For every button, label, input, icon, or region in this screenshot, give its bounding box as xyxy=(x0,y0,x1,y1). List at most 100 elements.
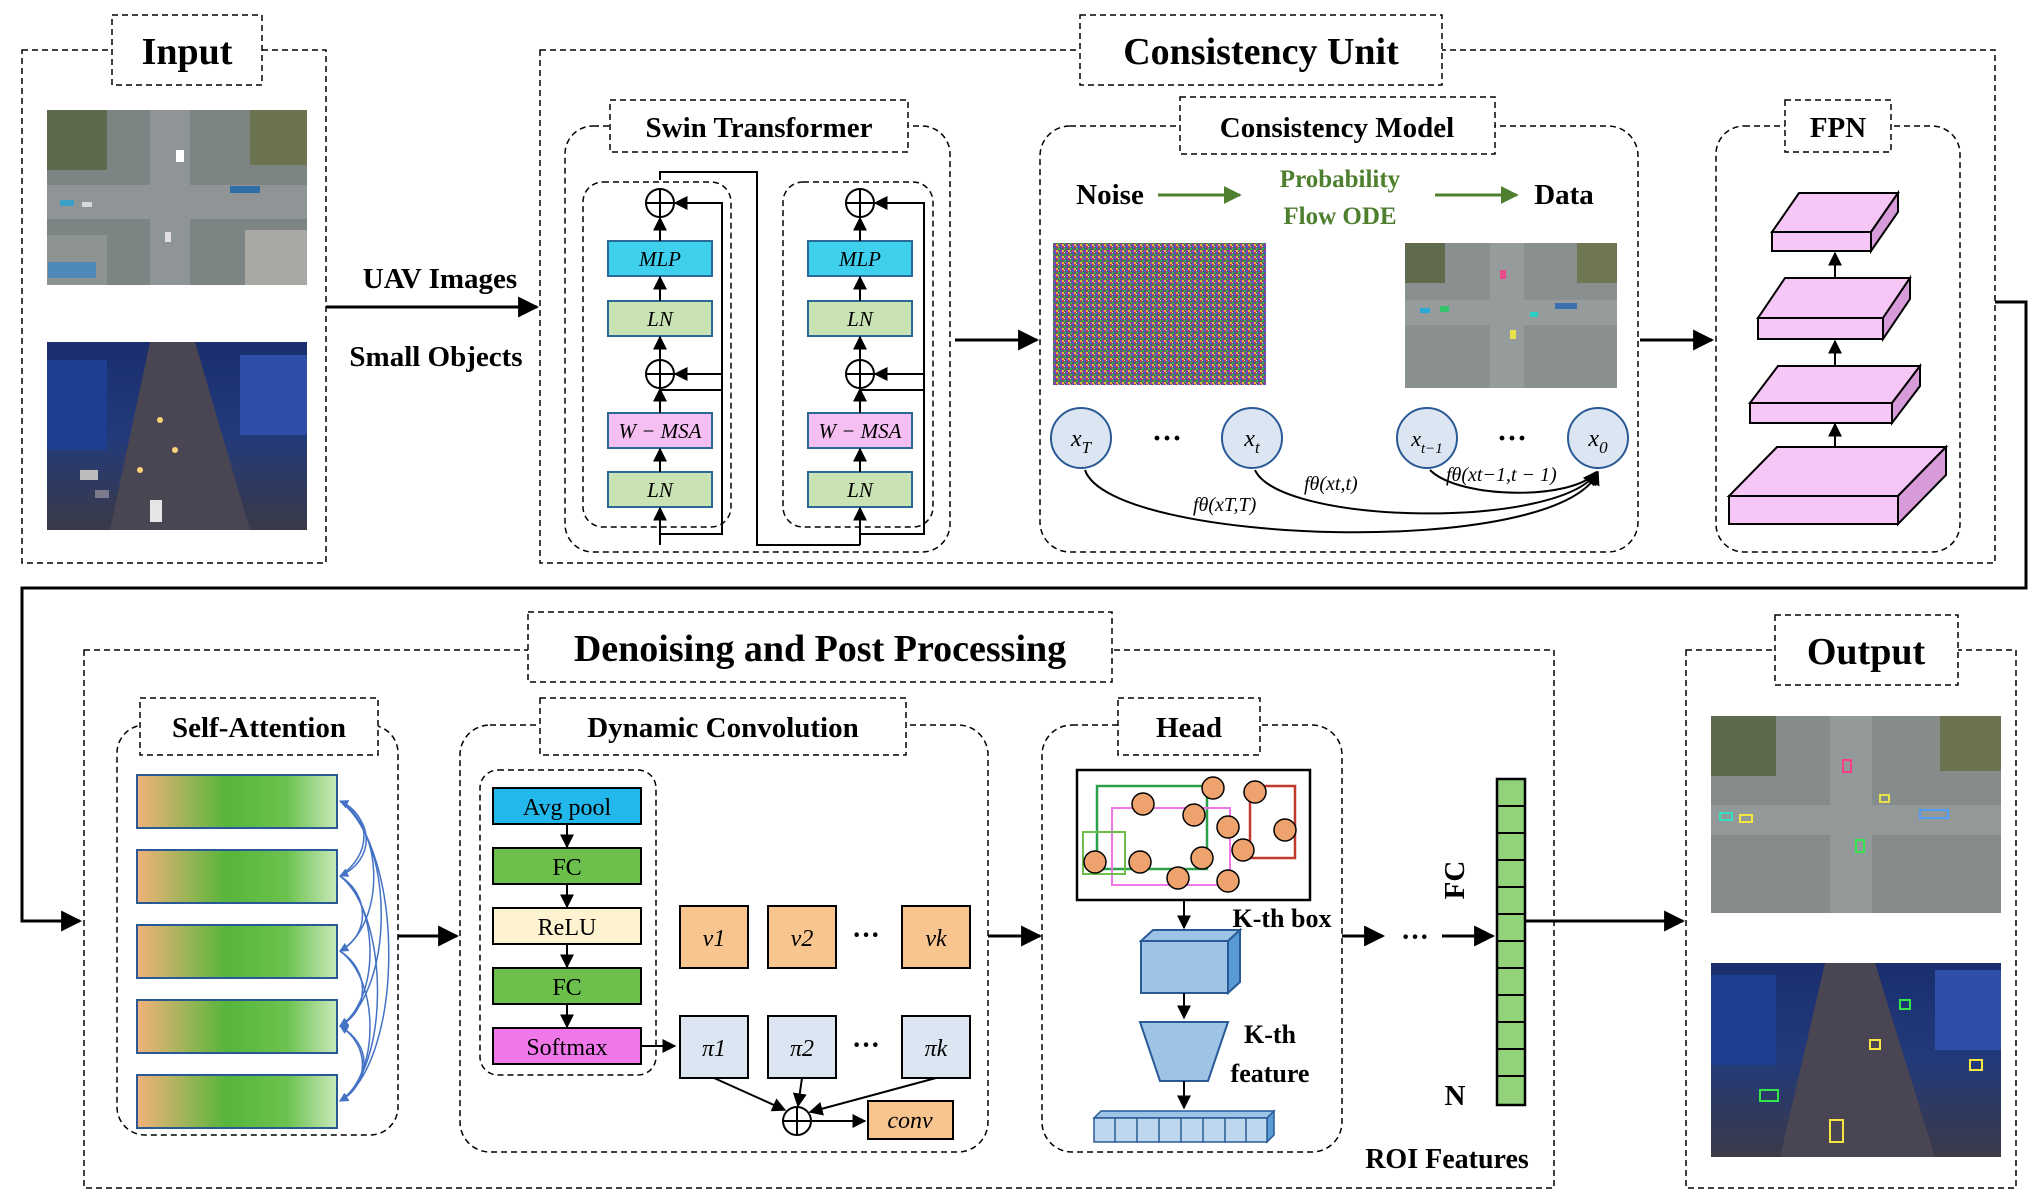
output-day-image xyxy=(1711,716,2001,913)
dc-title: Dynamic Convolution xyxy=(587,712,859,744)
self-attention-panel: Self-Attention xyxy=(116,697,399,1136)
head-ellipsis: ··· xyxy=(1401,922,1429,953)
uav-night-image xyxy=(47,342,307,530)
dc-title-box xyxy=(539,697,907,756)
output-night-image xyxy=(1711,963,2001,1157)
swin-block-1-wmsa-label: W − MSA xyxy=(619,419,702,443)
cm-node-x0-label: x0 xyxy=(1587,426,1608,457)
input-title-box xyxy=(111,14,263,86)
head-kfeat-line2: feature xyxy=(1231,1059,1310,1088)
head-kfeat-line1: K-th xyxy=(1244,1020,1297,1049)
swin-transformer-panel: Swin Transformer MLP LN W − MSA LN MLP xyxy=(564,99,951,553)
cm-ellipsis-2: ··· xyxy=(1497,422,1527,455)
dc-pi2 xyxy=(767,1015,837,1079)
dc-v1-label: v1 xyxy=(703,926,726,952)
attention-links xyxy=(339,800,390,1102)
dc-pi1 xyxy=(679,1015,749,1079)
fc-vector xyxy=(1495,777,1527,1107)
dc-vk xyxy=(901,905,971,969)
denoising-panel: Denoising and Post Processing xyxy=(83,611,1555,1189)
cm-ode-line1: Probability xyxy=(1280,166,1401,193)
input-title: Input xyxy=(142,31,233,73)
uav-day-image xyxy=(47,110,307,285)
self-attention-title: Self-Attention xyxy=(172,712,346,744)
swin-block-2-frame xyxy=(782,181,934,528)
self-attention-title-box xyxy=(139,697,379,756)
dc-pik xyxy=(901,1015,971,1079)
dc-relu-label: ReLU xyxy=(538,915,597,941)
cm-noise-image xyxy=(1053,243,1266,385)
fpn-to-denoise-connector xyxy=(20,300,2028,932)
cm-title: Consistency Model xyxy=(1220,112,1454,144)
cm-arc-label-1: fθ(xT,T) xyxy=(1193,494,1257,516)
cm-node-xt1-label: xt−1 xyxy=(1410,426,1443,457)
swin-block-2-mlp-label: MLP xyxy=(838,247,881,271)
dc-vk-label: vk xyxy=(925,926,947,952)
fpn-title-box xyxy=(1784,99,1892,153)
swin-block-1-ln-top-label: LN xyxy=(646,307,674,331)
swin-block-2-ln-top-label: LN xyxy=(846,307,874,331)
cm-node-xt-label: xt xyxy=(1243,426,1261,457)
head-roi-cube xyxy=(1138,927,1243,996)
output-panel: Output xyxy=(1685,614,2017,1189)
cm-data-label: Data xyxy=(1534,179,1594,211)
fpn-title: FPN xyxy=(1810,112,1866,144)
consistency-unit-panel: Consistency Unit xyxy=(539,14,1996,564)
cm-data-image xyxy=(1405,243,1617,388)
small-objects-label: Small Objects xyxy=(349,341,522,373)
fpn-level-3 xyxy=(1756,274,1912,343)
swin-block-2-mlp xyxy=(807,240,913,277)
dynamic-conv-panel: Dynamic Convolution Avg pool FC ReLU FC … xyxy=(459,697,989,1153)
consistency-model-panel: Consistency Model Noise Probability Flow… xyxy=(1039,96,1639,553)
dc-fc-2-label: FC xyxy=(552,975,581,1001)
cm-arcs xyxy=(1084,469,1600,534)
cm-noise-label: Noise xyxy=(1076,179,1144,211)
swin-block-2-wmsa-label: W − MSA xyxy=(819,419,902,443)
denoising-title: Denoising and Post Processing xyxy=(574,628,1066,670)
consistency-unit-title-box xyxy=(1079,14,1443,86)
output-title-box xyxy=(1774,614,1959,686)
attention-token-1 xyxy=(136,774,338,829)
cm-arc-label-2: fθ(xt,t) xyxy=(1304,473,1358,495)
cm-ellipsis-1: ··· xyxy=(1152,422,1182,455)
dc-fc-1-label: FC xyxy=(552,855,581,881)
dc-sum-arrows xyxy=(713,1077,937,1128)
cm-ode-line2: Flow ODE xyxy=(1283,203,1396,230)
fpn-panel: FPN xyxy=(1715,99,1961,553)
attention-token-5 xyxy=(136,1074,338,1129)
input-panel: Input xyxy=(21,14,327,564)
denoising-title-box xyxy=(527,611,1113,683)
cm-node-xt1 xyxy=(1396,407,1458,469)
uav-images-label: UAV Images xyxy=(363,263,517,295)
fpn-level-1 xyxy=(1726,444,1949,527)
fc-label: FC xyxy=(1439,861,1471,900)
dc-avgpool-label: Avg pool xyxy=(523,795,612,821)
swin-block-2-arrows xyxy=(853,196,925,545)
swin-block-1-mlp-label: MLP xyxy=(638,247,681,271)
consistency-unit-title: Consistency Unit xyxy=(1123,31,1399,73)
swin-block-1-ln-bottom xyxy=(607,471,713,508)
dc-pik-label: πk xyxy=(925,1036,948,1062)
dc-softmax-label: Softmax xyxy=(526,1035,607,1061)
swin-block-2-ln-bottom xyxy=(807,471,913,508)
fpn-level-4 xyxy=(1770,189,1900,255)
attention-token-3 xyxy=(136,924,338,979)
swin-block-1-frame xyxy=(582,181,732,528)
output-title: Output xyxy=(1807,631,1926,673)
swin-title: Swin Transformer xyxy=(646,112,873,144)
head-panel: Head K-th box xyxy=(1041,697,1343,1153)
dc-conv-label: conv xyxy=(887,1108,933,1134)
dc-stack-arrows xyxy=(560,824,677,1053)
roi-features-label: ROI Features xyxy=(1365,1144,1529,1175)
dc-v1 xyxy=(679,905,749,969)
cm-node-xT xyxy=(1050,407,1112,469)
head-feature-vector xyxy=(1092,1109,1276,1144)
swin-block-1-arrows xyxy=(653,171,860,546)
swin-block-2-wmsa xyxy=(807,412,913,449)
swin-block-1-ln-bottom-label: LN xyxy=(646,478,674,502)
swin-block-2-ln-bottom-label: LN xyxy=(846,478,874,502)
head-pool-trapezoid xyxy=(1138,1021,1230,1082)
swin-block-1-ln-top xyxy=(607,300,713,337)
cm-node-x0 xyxy=(1567,407,1629,469)
